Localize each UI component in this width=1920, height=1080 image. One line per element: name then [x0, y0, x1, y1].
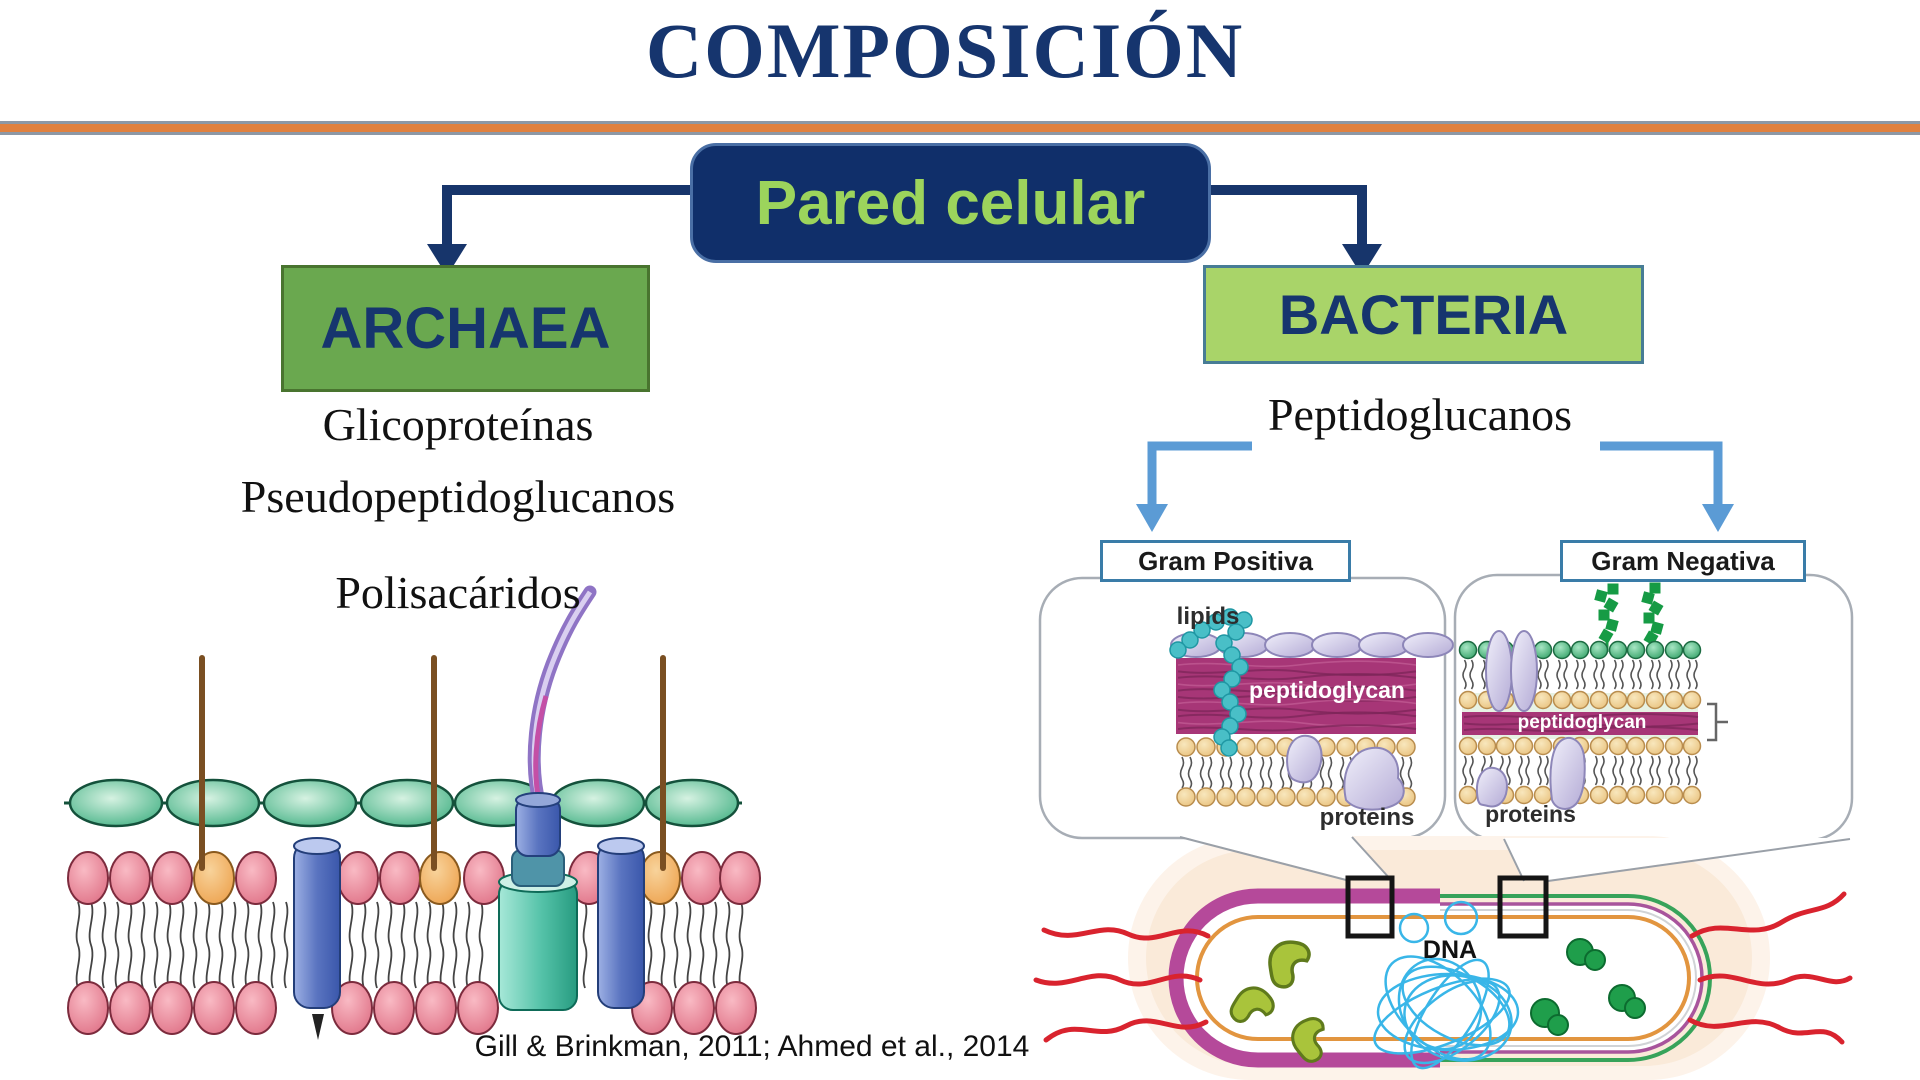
flagella	[1033, 891, 1853, 1045]
bacterium-cell-illustration	[1033, 836, 1853, 1080]
peptidoglycan-label-gram-positive: peptidoglycan	[1249, 677, 1405, 703]
peptidoglycan-label-gram-negative: peptidoglycan	[1517, 712, 1647, 733]
archaea-item-polisacaridos: Polisacáridos	[335, 567, 581, 618]
gram-negativa-label-box[interactable]: Gram Negativa	[1560, 540, 1806, 582]
plasmid-circle	[1443, 900, 1479, 936]
membrane-protein-blue-cylinder	[293, 837, 341, 1009]
citation: Gill & Brinkman, 2011; Ahmed et al., 201…	[474, 1030, 1030, 1063]
membrane-protein-blue-cylinder	[597, 837, 645, 1009]
dna-label: DNA	[1422, 936, 1478, 964]
archaea-membrane-illustration	[64, 585, 761, 1040]
gram-positive-panel-illustration	[1038, 576, 1454, 840]
archaea-item-glicoproteinas: Glicoproteínas	[322, 399, 594, 450]
lps-chains	[1594, 582, 1664, 652]
divider	[0, 121, 1920, 135]
proteins-label-gram-negative: proteins	[1485, 801, 1576, 827]
lipoteichoic-acid-chain	[1169, 608, 1253, 757]
node-archaea[interactable]: ARCHAEA	[281, 265, 650, 392]
archaea-item-pseudopeptidoglucanos: Pseudopeptidoglucanos	[240, 471, 676, 522]
branch-arrow-gram-negative	[1600, 441, 1734, 532]
porin-protein	[1485, 630, 1513, 712]
node-bacteria[interactable]: BACTERIA	[1203, 265, 1644, 364]
protein-blob	[1286, 734, 1323, 784]
lipids-label: lipids	[1176, 603, 1240, 630]
bracket	[1707, 702, 1728, 742]
protein-blob	[1343, 746, 1405, 811]
gram-negative-panel-illustration	[1453, 573, 1854, 842]
dna-tangle	[1373, 955, 1520, 1070]
bacteria-item-peptidoglucanos: Peptidoglucanos	[1267, 389, 1573, 440]
plasmid-circle	[1398, 912, 1430, 944]
wall-zoom-marker	[1497, 875, 1549, 939]
small-pointer-arrow	[312, 1014, 324, 1040]
wall-zoom-marker	[1345, 875, 1395, 939]
page-title: COMPOSICIÓN	[645, 7, 1245, 94]
protein-blob	[1549, 737, 1586, 810]
protein-blob	[1476, 766, 1508, 808]
branch-arrow-gram-positive	[1136, 441, 1252, 532]
ribosome-blobs-light-green	[1229, 940, 1325, 1063]
tree-connector-left	[427, 185, 690, 276]
gram-positiva-label-box[interactable]: Gram Positiva	[1100, 540, 1351, 582]
porin-protein	[1510, 630, 1538, 712]
node-pared-celular[interactable]: Pared celular	[690, 143, 1211, 263]
inclusion-blobs-dark-green	[1530, 938, 1646, 1036]
proteins-label-gram-positive: proteins	[1319, 804, 1415, 831]
tree-connector-right	[1205, 185, 1382, 276]
membrane-protein-teal-cylinder	[498, 792, 578, 1011]
archaeal-flagellum-filament	[527, 585, 597, 813]
